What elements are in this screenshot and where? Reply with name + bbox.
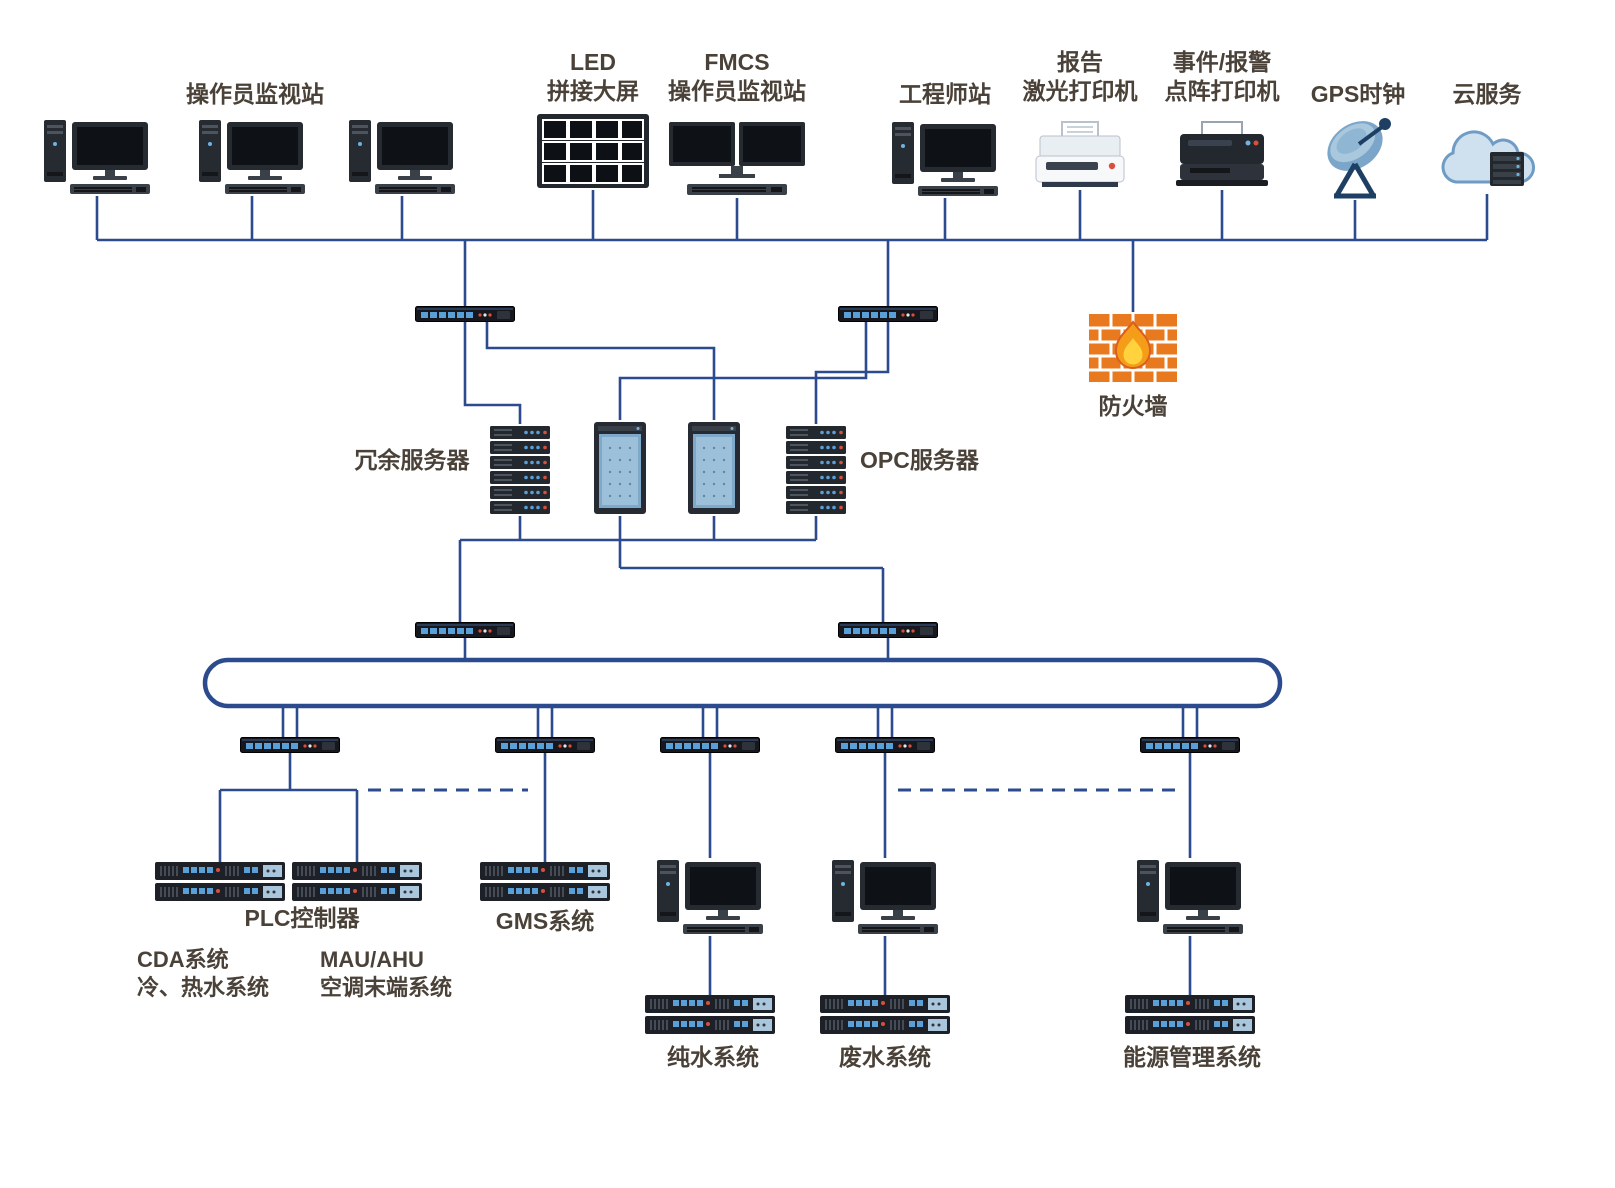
opc-server-label: OPC服务器 xyxy=(860,447,979,473)
engineer-station-label: 工程师站 xyxy=(899,81,991,107)
server-cabinet-icon xyxy=(592,420,648,516)
network-switch-icon xyxy=(835,737,935,753)
desktop-pc-icon xyxy=(197,118,307,196)
label-line: 空调末端系统 xyxy=(320,975,453,1001)
label-line: LED xyxy=(570,49,616,75)
desktop-pc-icon xyxy=(347,118,457,196)
field-switch-2 xyxy=(495,737,595,753)
lower-switch-left xyxy=(415,622,515,638)
plc-rack-waste-water xyxy=(820,995,950,1035)
operator-pc-2 xyxy=(197,118,307,196)
led-video-wall xyxy=(535,112,651,190)
label-line: 操作员监视站 xyxy=(668,78,806,105)
upper-switch-right xyxy=(838,306,938,322)
label-line: 事件/报警 xyxy=(1172,49,1272,75)
plc-rack-icon xyxy=(155,862,285,902)
energy-management-label: 能源管理系统 xyxy=(1123,1044,1261,1070)
network-switch-icon xyxy=(838,622,938,638)
dot-matrix-printer xyxy=(1174,120,1270,190)
plc-rack-icon xyxy=(645,995,775,1035)
plc-rack-icon xyxy=(1125,995,1255,1035)
field-switch-5 xyxy=(1140,737,1240,753)
firewall-label: 防火墙 xyxy=(1098,393,1168,419)
waste-water-workstation xyxy=(830,858,940,936)
field-switch-3 xyxy=(660,737,760,753)
plc-rack-icon xyxy=(820,995,950,1035)
field-switch-4 xyxy=(835,737,935,753)
waste-water-label: 废水系统 xyxy=(839,1044,931,1070)
plc-controller-label: PLC控制器 xyxy=(244,905,360,931)
video-wall-icon xyxy=(535,112,651,190)
top-bus-and-drops xyxy=(95,190,1489,995)
network-switch-icon xyxy=(415,622,515,638)
fieldbus-ring xyxy=(202,657,1283,709)
label-line: 拼接大屏 xyxy=(547,78,639,105)
pure-water-workstation xyxy=(655,858,765,936)
redundant-server-rack xyxy=(488,424,552,516)
energy-workstation xyxy=(1135,858,1245,936)
label-line: FMCS xyxy=(704,49,770,75)
laser-printer xyxy=(1032,120,1128,190)
label-line: MAU/AHU xyxy=(320,947,424,972)
desktop-pc-icon xyxy=(890,120,1000,198)
desktop-pc-icon xyxy=(42,118,152,196)
fmcs-operator-station xyxy=(667,120,807,198)
field-switch-1 xyxy=(240,737,340,753)
laser-printer-label: 报告 激光打印机 xyxy=(1023,48,1138,107)
operator-station-label: 操作员监视站 xyxy=(186,81,324,107)
engineer-pc xyxy=(890,120,1000,198)
operator-pc-3 xyxy=(347,118,457,196)
network-switch-icon xyxy=(240,737,340,753)
redundant-server-label: 冗余服务器 xyxy=(354,447,470,473)
plc-rack-icon xyxy=(480,862,610,902)
cloud-server-icon xyxy=(1432,118,1542,194)
server-cabinet-icon xyxy=(686,420,742,516)
desktop-pc-icon xyxy=(655,858,765,936)
server-cabinet-1 xyxy=(592,420,648,516)
label-line: 点阵打印机 xyxy=(1164,78,1280,105)
opc-server-rack xyxy=(784,424,848,516)
cloud-service-label: 云服务 xyxy=(1452,81,1522,107)
laser-printer-icon xyxy=(1032,120,1128,190)
dot-matrix-printer-label: 事件/报警 点阵打印机 xyxy=(1165,48,1280,107)
desktop-pc-icon xyxy=(830,858,940,936)
satellite-dish-icon xyxy=(1307,108,1403,200)
gms-system-label: GMS系统 xyxy=(495,908,595,934)
gps-clock xyxy=(1307,108,1403,200)
dual-monitor-workstation-icon xyxy=(667,120,807,198)
pure-water-label: 纯水系统 xyxy=(667,1044,759,1070)
dot-matrix-printer-icon xyxy=(1174,120,1270,190)
upper-switch-left xyxy=(415,306,515,322)
mau-ahu-label: MAU/AHU 空调末端系统 xyxy=(320,946,452,1002)
gms-rack xyxy=(480,862,610,902)
firewall-brick-flame-icon xyxy=(1087,312,1179,384)
plc-rack-pure-water xyxy=(645,995,775,1035)
cda-system-label: CDA系统 冷、热水系统 xyxy=(137,946,269,1002)
lower-switch-right xyxy=(838,622,938,638)
operator-pc-1 xyxy=(42,118,152,196)
network-switch-icon xyxy=(660,737,760,753)
rack-server-icon xyxy=(488,424,552,516)
label-line: 冷、热水系统 xyxy=(137,975,270,1001)
network-switch-icon xyxy=(1140,737,1240,753)
network-switch-icon xyxy=(415,306,515,322)
network-switch-icon xyxy=(495,737,595,753)
plc-rack-energy xyxy=(1125,995,1255,1035)
server-cabinet-2 xyxy=(686,420,742,516)
led-wall-label: LED 拼接大屏 xyxy=(547,48,639,107)
cloud-service xyxy=(1432,118,1542,194)
plc-rack-mau xyxy=(292,862,422,902)
label-line: 报告 xyxy=(1057,49,1103,75)
rack-server-icon xyxy=(784,424,848,516)
gps-clock-label: GPS时钟 xyxy=(1310,81,1406,107)
desktop-pc-icon xyxy=(1135,858,1245,936)
plc-rack-icon xyxy=(292,862,422,902)
label-line: 激光打印机 xyxy=(1022,78,1138,105)
label-line: CDA系统 xyxy=(137,947,229,972)
firewall xyxy=(1087,312,1179,384)
network-switch-icon xyxy=(838,306,938,322)
plc-rack-cda xyxy=(155,862,285,902)
fmcs-station-label: FMCS 操作员监视站 xyxy=(668,48,806,107)
